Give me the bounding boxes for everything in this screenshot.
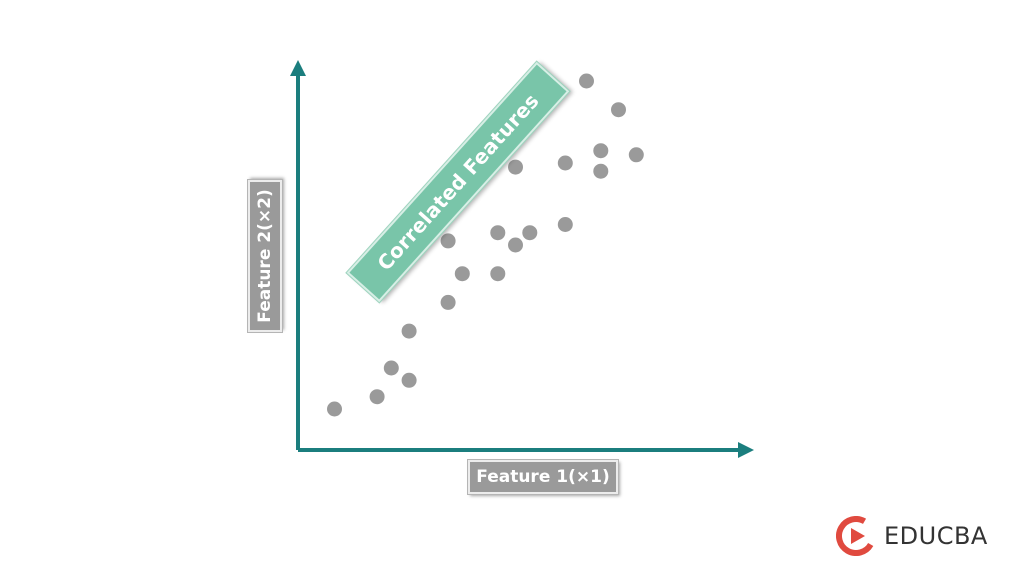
data-point: [327, 401, 342, 417]
y-axis-label: Feature 2(×2): [247, 175, 283, 337]
y-axis-label-wrap: Feature 2(×2): [247, 175, 283, 337]
data-point: [369, 389, 385, 405]
brand-name: EDUCBA: [884, 522, 988, 550]
data-point: [401, 372, 417, 388]
educba-logo: EDUCBA: [836, 514, 988, 558]
data-point: [401, 323, 417, 339]
data-point: [383, 360, 399, 376]
data-point: [557, 155, 573, 171]
data-point: [579, 73, 594, 89]
data-points: [327, 73, 644, 417]
educba-logo-icon: [836, 516, 876, 556]
data-point: [593, 143, 609, 159]
data-point: [593, 163, 609, 179]
data-point: [611, 102, 626, 118]
data-point: [508, 237, 523, 253]
data-point: [440, 233, 456, 249]
data-point: [490, 266, 506, 282]
data-point: [490, 225, 506, 241]
data-point: [557, 217, 573, 232]
data-point: [522, 225, 538, 241]
data-point: [628, 147, 644, 163]
data-point: [454, 266, 470, 282]
x-axis-label: Feature 1(×1): [467, 459, 619, 495]
data-point: [508, 159, 523, 175]
data-point: [440, 294, 456, 310]
